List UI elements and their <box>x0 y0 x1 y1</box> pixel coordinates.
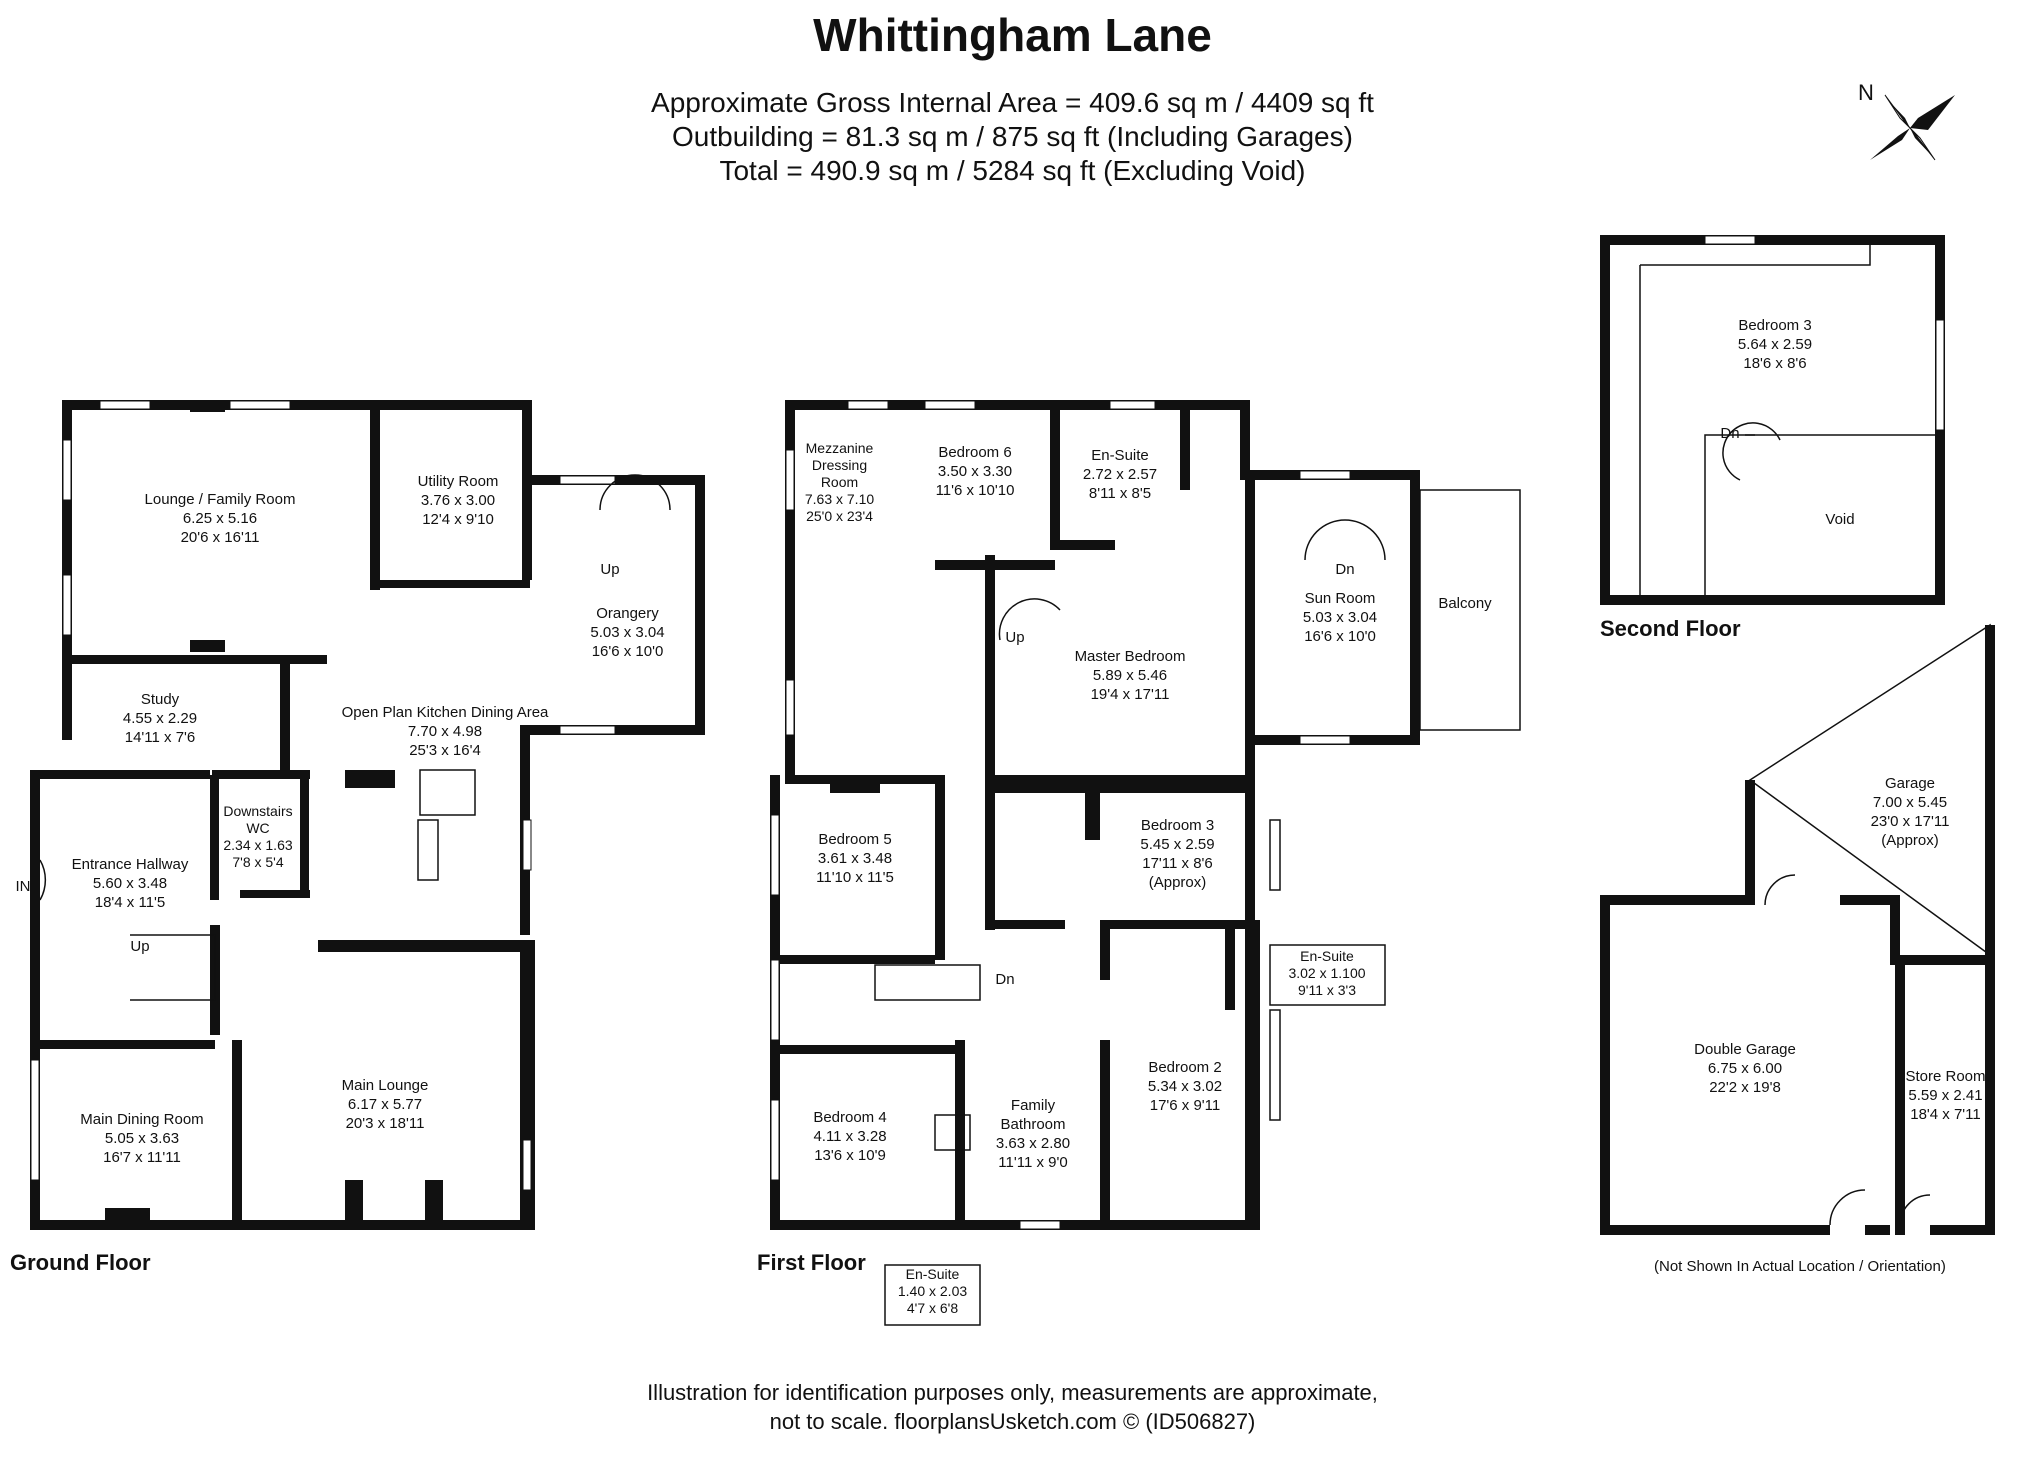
stairs-down-first: Dn <box>995 971 1015 988</box>
stairs-up-orangery: Up <box>600 561 620 578</box>
plan-title: Whittingham Lane <box>813 9 1212 61</box>
stairs-down-sun-room: Dn <box>1335 561 1355 578</box>
gross-internal-area: Approximate Gross Internal Area = 409.6 … <box>651 87 1374 118</box>
void-label: Void <box>1825 511 1855 528</box>
disclaimer-line-1: Illustration for identification purposes… <box>647 1380 1378 1405</box>
total-area: Total = 490.9 sq m / 5284 sq ft (Excludi… <box>719 155 1306 186</box>
stairs-up-ground: Up <box>130 938 150 955</box>
disclaimer: Illustration for identification purposes… <box>0 1378 2025 1436</box>
second-floor-walls <box>1600 235 1945 605</box>
entrance-in-label: IN <box>15 878 31 895</box>
disclaimer-line-2: not to scale. floorplansUsketch.com © (I… <box>769 1409 1256 1434</box>
stairs-down-second: Dn <box>1720 425 1740 442</box>
orientation-note: (Not Shown In Actual Location / Orientat… <box>1654 1258 1946 1275</box>
ground-floor-label: Ground Floor <box>10 1250 151 1275</box>
ground-floor-walls <box>30 400 705 1230</box>
north-arrow-icon <box>1870 94 1955 161</box>
balcony-label: Balcony <box>1438 595 1492 612</box>
first-floor-label: First Floor <box>757 1250 866 1275</box>
north-label: N <box>1858 80 1874 105</box>
outbuilding-area: Outbuilding = 81.3 sq m / 875 sq ft (Inc… <box>672 121 1353 152</box>
stairs-up-first: Up <box>1005 629 1025 646</box>
outbuilding-walls <box>1600 623 1995 1235</box>
second-floor-label: Second Floor <box>1600 616 1741 641</box>
first-floor-walls <box>770 400 1521 1326</box>
